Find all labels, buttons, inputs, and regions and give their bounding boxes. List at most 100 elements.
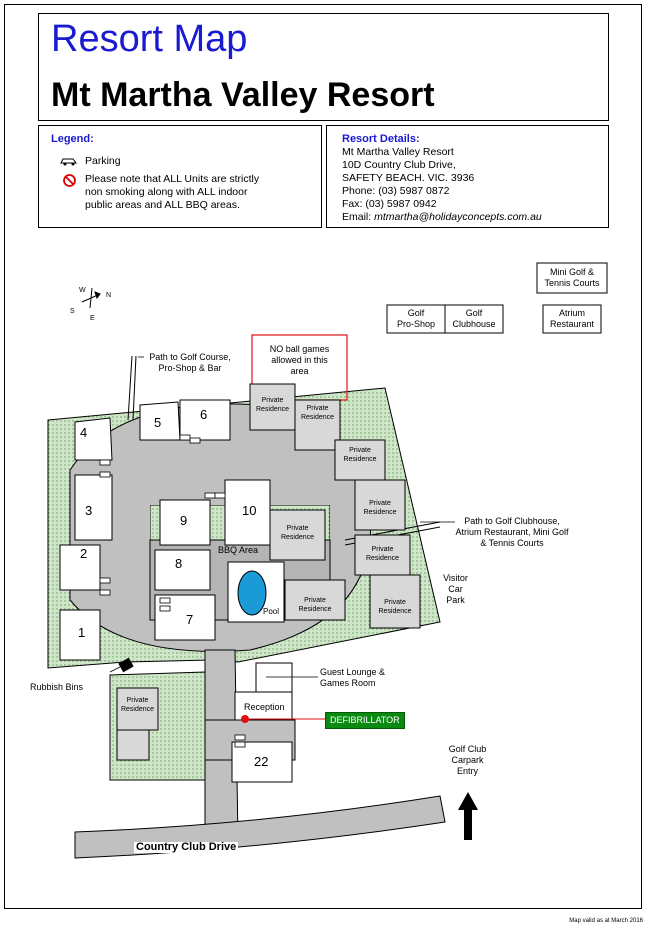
parking-icons [99,434,246,748]
country-club-drive-label: Country Club Drive [134,841,239,853]
car-icon [60,158,77,166]
guest-lounge-building [255,662,293,693]
mini-golf-building [536,262,608,294]
guest-lounge-label: Guest Lounge &Games Room [320,667,386,688]
private-residence [116,687,159,731]
no-smoking-icon [63,174,76,187]
legend-note-line: non smoking along with ALL indoor [85,186,248,198]
unit-8-building [154,549,211,591]
car-icon [179,434,191,441]
unit-8-label: 8 [175,556,183,571]
pool [237,570,267,616]
car-icon [234,741,246,748]
car-icon [234,734,246,741]
unit-3-label: 3 [85,503,93,518]
unit-6-building [179,399,231,441]
rubbish-bin-icon [118,657,134,673]
details-line: 10D Country Club Drive, [342,159,456,171]
unit-6-label: 6 [200,407,208,422]
page-frame [4,4,642,909]
golf-proshop-building [386,304,446,334]
car-icon [99,577,111,584]
email-link[interactable]: mtmartha@holidayconcepts.com.au [374,211,542,223]
car-icon [159,605,171,612]
map-validity-note: Map valid as at March 2016 [569,918,643,924]
compass-n: N [106,292,112,299]
compass-e: E [90,315,95,322]
compass-icon [81,287,101,309]
unit-1-label: 1 [78,625,86,640]
unit-22-building [231,741,293,783]
email-label: Email: [342,211,372,223]
details-line: SAFETY BEACH. VIC. 3936 [342,172,475,184]
unit-5-label: 5 [154,415,162,430]
reception-building [234,691,293,721]
car-icon [214,492,226,499]
map-title: Resort Map [51,18,248,60]
private-residence [284,579,346,621]
private-residence-annex [116,729,150,761]
atrium-building [542,304,602,334]
legend-heading: Legend: [51,133,94,145]
compass-s: S [70,308,75,315]
unit-1-building [59,609,101,661]
road-center [100,444,341,627]
unit-7-label: 7 [186,612,194,627]
defibrillator-marker [241,715,249,723]
resort-name: Mt Martha Valley Resort [51,76,435,114]
unit-9-label: 9 [180,513,188,528]
private-residence [269,509,326,561]
details-line: Mt Martha Valley Resort [342,146,454,158]
pool-label: Pool [263,607,280,616]
car-icon [189,437,201,444]
car-icon [99,589,111,596]
private-residence [354,479,406,531]
bbq-area-label: BBQ Area [218,545,259,555]
unit-3-building [74,474,113,541]
path-golf-course [127,355,133,421]
defibrillator-badge: DEFIBRILLATOR [325,712,405,729]
country-club-drive [74,795,446,859]
details-line: Fax: (03) 5987 0942 [342,198,437,210]
details-heading: Resort Details: [342,133,420,145]
legend-note-line: Please note that ALL Units are strictly [85,173,260,185]
details-line: Phone: (03) 5987 0872 [342,185,450,197]
unit-22-label: 22 [254,754,269,769]
car-icon [99,459,111,466]
car-icon [159,597,171,604]
path-golf-label: Path to Golf Course,Pro-Shop & Bar [149,352,231,373]
mini-golf-label: Mini Golf &Tennis Courts [544,267,600,288]
legend-box: Legend: Parking Please note that ALL Uni… [38,125,322,228]
details-box: Resort Details: Mt Martha Valley Resort … [326,125,609,228]
private-residence [369,574,421,629]
entry-arrow-icon [458,792,478,840]
compass-w: W [79,287,86,294]
unit-4-label: 4 [80,425,88,440]
unit-2-label: 2 [80,546,88,561]
car-icon [204,492,216,499]
reception-label: Reception [244,702,285,712]
path-clubhouse-label: Path to Golf Clubhouse,Atrium Restaurant… [455,516,569,548]
unit-4-building [74,417,113,461]
rubbish-bins-label: Rubbish Bins [30,682,84,692]
unit-10-label: 10 [242,503,257,518]
unit-9-building [159,499,211,546]
golf-clubhouse-building [444,304,504,334]
legend-note-line: public areas and ALL BBQ areas. [85,199,240,211]
